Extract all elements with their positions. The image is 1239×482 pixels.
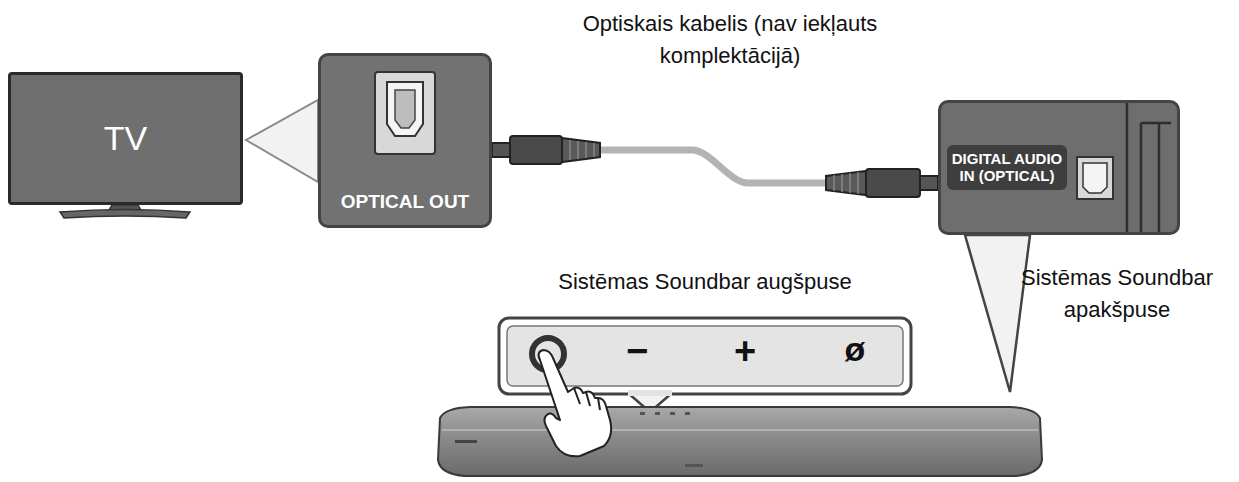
button-symbol: ø <box>835 332 875 366</box>
optical-port-icon <box>1071 103 1177 232</box>
optical-plug <box>826 169 938 197</box>
port-callout: OPTICAL OUT <box>318 53 492 228</box>
callout-wedge <box>965 235 1030 392</box>
screen-label: TV <box>98 120 153 157</box>
button-symbol: + <box>725 332 765 370</box>
port-label: DIGITAL AUDIO IN (OPTICAL) <box>947 145 1067 190</box>
tv-screen: TV <box>8 72 243 205</box>
tv-stand <box>60 205 190 218</box>
hand-pointer <box>539 350 612 456</box>
callout-wedge <box>246 100 318 182</box>
part-label: Sistēmas Soundbar augšpuse <box>505 266 905 298</box>
port-callout: DIGITAL AUDIO IN (OPTICAL) <box>938 100 1180 235</box>
part-label: Sistēmas Soundbar apakšpuse <box>1003 262 1231 326</box>
soundbar <box>438 407 1042 476</box>
optical-port-icon <box>373 70 437 156</box>
button-symbol: − <box>617 332 657 370</box>
port-label: OPTICAL OUT <box>335 192 475 213</box>
cable-label: Optiskais kabelis (nav iekļauts komplekt… <box>520 8 940 72</box>
optical-plug <box>492 136 600 164</box>
